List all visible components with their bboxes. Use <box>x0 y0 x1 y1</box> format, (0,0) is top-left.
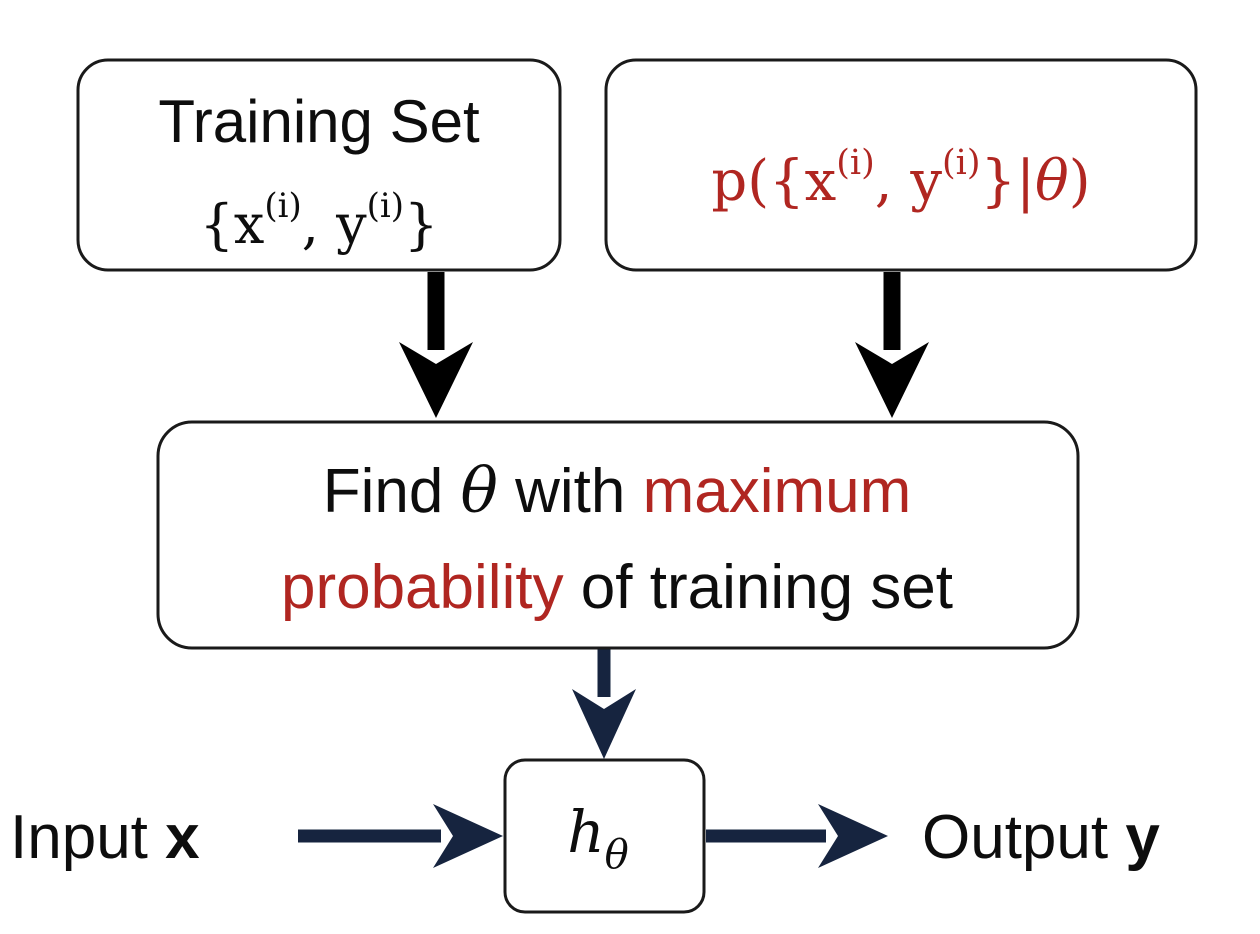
input-label: Input x <box>10 803 200 872</box>
likelihood-formula: p({x(i), y(i)}|θ) <box>711 143 1090 214</box>
hypothesis-box: hθ <box>503 758 706 914</box>
hypothesis-label: hθ <box>567 798 628 878</box>
training-set-box: Training Set {x(i), y(i)} <box>76 58 562 272</box>
output-label: Output y <box>922 803 1160 872</box>
training-set-title: Training Set <box>158 88 480 155</box>
optimization-line-2: probability of training set <box>281 553 953 622</box>
optimization-line-1: Find θ with maximum <box>323 454 912 527</box>
likelihood-box: p({x(i), y(i)}|θ) <box>604 58 1198 272</box>
optimization-box: Find θ with maximum probability of train… <box>156 420 1080 650</box>
training-set-formula: {x(i), y(i)} <box>200 186 439 256</box>
